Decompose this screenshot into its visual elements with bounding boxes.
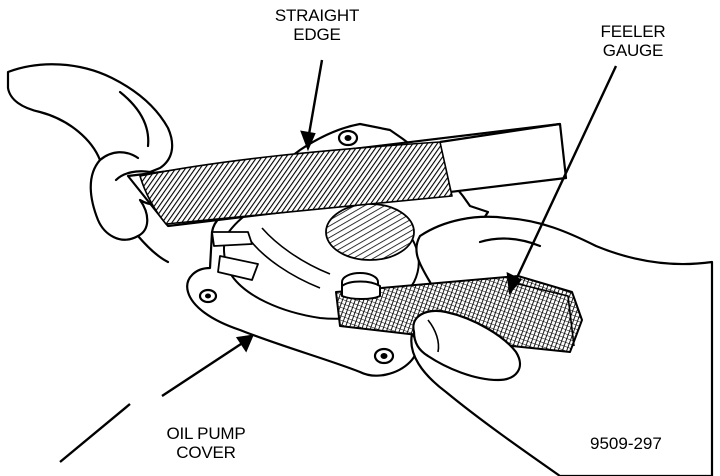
feeler-gauge-label: FEELER GAUGE: [578, 22, 688, 60]
feeler-gauge-label-line1: FEELER: [600, 22, 666, 41]
feeler-gauge: [335, 275, 583, 353]
straight-edge-label-line2: EDGE: [293, 25, 341, 44]
left-hand: [6, 63, 174, 264]
oil-pump-cover-label-line2: COVER: [176, 443, 236, 462]
thumb: [412, 309, 522, 382]
feeler-gauge-label-line2: GAUGE: [602, 41, 664, 60]
oil-pump-cover-label: OIL PUMP COVER: [146, 424, 266, 462]
straight-edge-label: STRAIGHT EDGE: [262, 6, 372, 44]
oil-pump-cover-label-line1: OIL PUMP: [166, 424, 246, 443]
straight-edge-label-line1: STRAIGHT: [274, 6, 360, 25]
leader-lines: [59, 59, 618, 463]
figure-id: 9509-297: [590, 434, 662, 453]
straight-edge: [126, 122, 568, 228]
